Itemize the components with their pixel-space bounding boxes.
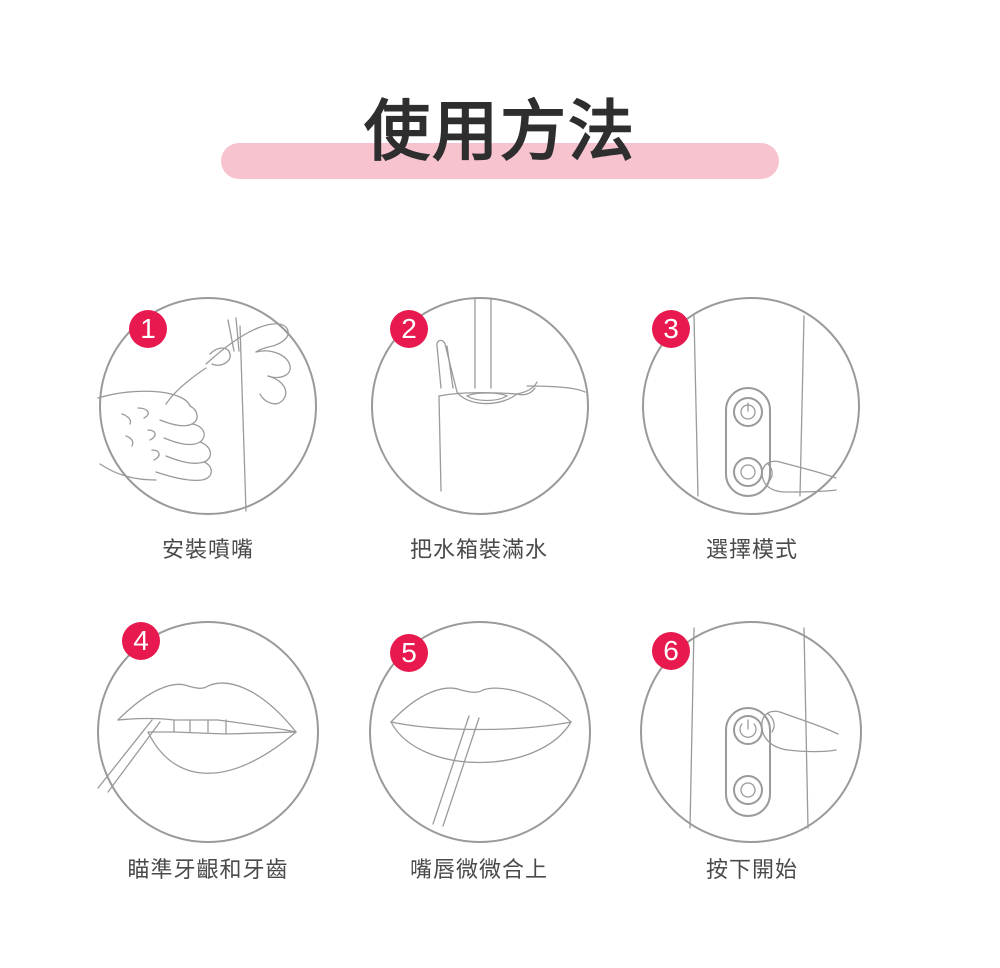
lips-aim-icon bbox=[97, 621, 319, 843]
step-caption: 選擇模式 bbox=[705, 538, 798, 563]
title-highlight-bar bbox=[221, 143, 779, 179]
step-number-badge: 5 bbox=[390, 634, 428, 672]
step-number-badge: 1 bbox=[129, 310, 167, 348]
step-5: 5 嘴唇微微合上 bbox=[349, 614, 609, 914]
page-title: 使用方法 bbox=[364, 93, 636, 170]
title-section: 使用方法 bbox=[0, 0, 1000, 200]
mode-button-press-icon bbox=[642, 297, 860, 515]
step-1: 1 安裝噴嘴 bbox=[78, 296, 338, 596]
step-caption: 安裝噴嘴 bbox=[161, 538, 254, 563]
power-button-press-icon bbox=[640, 621, 862, 843]
hands-nozzle-icon bbox=[97, 297, 317, 515]
step-6: 6 按下開始 bbox=[622, 614, 882, 914]
step-caption: 把水箱裝滿水 bbox=[409, 538, 548, 563]
step-4: 4 瞄準牙齦和牙齒 bbox=[78, 614, 338, 914]
step-caption: 嘴唇微微合上 bbox=[409, 858, 548, 883]
step-number-badge: 4 bbox=[122, 622, 160, 660]
step-number-badge: 3 bbox=[652, 310, 690, 348]
lips-closed-icon bbox=[369, 621, 591, 843]
step-number-badge: 2 bbox=[390, 310, 428, 348]
step-caption: 瞄準牙齦和牙齒 bbox=[127, 858, 289, 883]
water-tank-icon bbox=[371, 297, 589, 515]
step-number-badge: 6 bbox=[652, 632, 690, 670]
step-2: 2 把水箱裝滿水 bbox=[349, 296, 609, 596]
step-3: 3 選擇模式 bbox=[622, 296, 882, 596]
step-caption: 按下開始 bbox=[705, 858, 798, 883]
